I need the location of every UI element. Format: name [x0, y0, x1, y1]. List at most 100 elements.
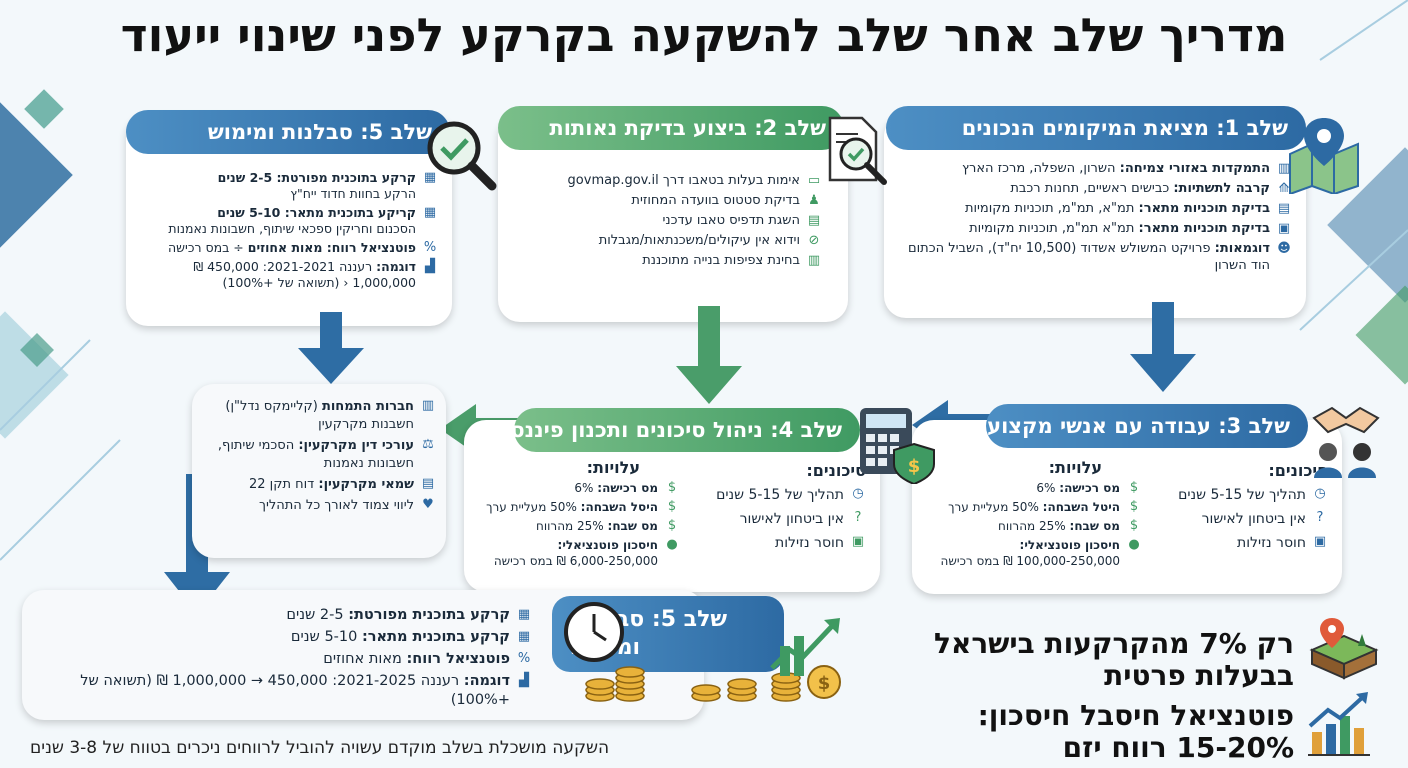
people-icon: ☻: [1277, 240, 1291, 256]
document-magnifier-icon: [828, 116, 887, 185]
step2-header: שלב 2: ביצוע בדיקת נאותות: [498, 106, 844, 150]
list-item: $מס שבח: 25% מהרווח: [474, 518, 680, 534]
building-icon: ▥: [1277, 160, 1291, 176]
question-icon: ?: [1316, 509, 1324, 525]
step2-card: שלב 2: ביצוע בדיקת נאותות ▭אימות בעלות ב…: [498, 106, 848, 322]
stat-developer-profit-line2: 15-20% רווח יזם: [1062, 731, 1294, 764]
step2-header-label: שלב 2: ביצוע בדיקת נאותות: [549, 116, 826, 140]
list-item: ?אין ביטחון לאישור: [1158, 509, 1328, 530]
list-item: ☻דוגמאות: פרויקט המשולש אשדוד (10,500 יח…: [908, 240, 1291, 274]
document-icon: ▤: [807, 212, 821, 228]
calendar-icon: ▦: [423, 170, 437, 185]
handshake-team-icon: [1312, 406, 1380, 478]
arrow-step2-to-step4: [676, 306, 742, 404]
money-bag-icon: $: [1129, 518, 1139, 533]
stat-private-land-line1: רק 7% מהקרקעות בישראל: [934, 627, 1294, 660]
list-item: ▤שמאי מקרקעין: דוח תקן 22: [249, 476, 435, 492]
land-plot-pin-icon: [1309, 618, 1379, 680]
growth-chart-icon: ▟: [519, 672, 529, 688]
step5-bottom-rows: ▦קרקע בתוכנית מפורטת: 2-5 שנים ▦קרקע בתו…: [32, 606, 532, 713]
growth-bar-chart-icon: [1308, 692, 1370, 756]
risks-title: סיכונים:: [806, 461, 866, 480]
step2-rows: ▭אימות בעלות בטאבו דרך govmap.gov.il ♟בד…: [522, 172, 822, 272]
list-item: $מס רכישה: 6%: [922, 480, 1142, 496]
list-item: ▥חברות התמחות (קליימקס נדל"ן) חשבנות מקר…: [225, 398, 435, 432]
list-item: ⚖עורכי דין מקרקעין: הסכמי שיתוף, חשבונות…: [200, 437, 436, 473]
building-icon: ▥: [807, 252, 821, 268]
footer-note: השקעה מושכלת בשלב מוקדם עשויה להוביל לרו…: [30, 738, 610, 758]
growth-coins-icon: $: [691, 618, 841, 702]
no-lien-icon: ⊘: [808, 232, 820, 248]
money-bag-icon: $: [667, 518, 677, 533]
step5-top-header-label: שלב 5: סבלנות ומימוש: [207, 120, 432, 144]
list-item: ♟בדיקת סטטוס בוועדה המחוזית: [522, 192, 822, 209]
map-pin-icon: [1289, 118, 1359, 194]
percent-icon: %: [517, 650, 531, 666]
list-item: ▦קרקע בתוכנית מתאר: 5-10 שנים: [290, 628, 531, 646]
stat-developer-profit-line1: פוטנציאל חיסבל חיסכון:: [977, 699, 1294, 732]
list-item: ●חיסכון פוטנציאלי:6,000-250,000 ₪ במס רכ…: [474, 537, 680, 569]
money-bag-icon: $: [1129, 480, 1139, 495]
svg-text:$: $: [818, 673, 831, 694]
step1-header-label: שלב 1: מציאת המיקומים הנכונים: [961, 116, 1288, 140]
id-card-icon: ▭: [807, 172, 821, 188]
step3-costs: עלויות: $מס רכישה: 6% $היטל השבחה: 50% מ…: [922, 460, 1142, 572]
growth-chart-icon: ▟: [425, 259, 435, 274]
list-item: $מס שבח: 25% מהרווח: [922, 518, 1142, 534]
step3-header-label: שלב 3: עבודה עם אנשי מקצוע: [987, 414, 1290, 438]
list-item: ▥התמקדות באזורי צמיחה: השרון, השפלה, מרכ…: [961, 160, 1291, 177]
lock-icon: ▣: [1313, 533, 1327, 549]
calendar-clock-icon: ▦: [423, 205, 437, 220]
clock-coins-icon: [564, 602, 645, 702]
step5-top-card: שלב 5: סבלנות ומימוש ▦קרקע בתוכנית מפורט…: [126, 110, 452, 326]
committee-icon: ♟: [808, 192, 820, 208]
clock-icon: ◷: [1314, 485, 1326, 501]
list-item: ▥בחינת צפיפות בנייה מתוכננת: [642, 252, 821, 269]
step4-header: שלב 4: ניהול סיכונים ותכנון פיננסי: [504, 408, 860, 452]
step1-rows: ▥התמקדות באזורי צמיחה: השרון, השפלה, מרכ…: [897, 160, 1292, 277]
money-bag-icon: $: [667, 499, 677, 514]
magnifier-check-icon: [427, 121, 497, 191]
percent-icon: %: [423, 240, 437, 255]
list-item: ▟דוגמה: רעננה 2021-2021: 450,000 ₪ 1,000…: [140, 259, 438, 291]
money-bag-icon: $: [1129, 499, 1139, 514]
list-item: ?אין ביטחון לאישור: [696, 509, 866, 530]
list-item: ⟰קרבה לתשתיות: כבישים ראשיים, תחנות רכבת: [897, 180, 1292, 197]
step1-header: שלב 1: מציאת המיקומים הנכונים: [886, 106, 1306, 150]
list-item: ▣חוסר נזילות: [775, 533, 865, 552]
list-item: ▣חוסר נזילות: [1237, 533, 1327, 552]
step5-top-header: שלב 5: סבלנות ומימוש: [126, 110, 450, 154]
step4-header-label: שלב 4: ניהול סיכונים ותכנון פיננסי: [504, 418, 842, 442]
list-item: ▤השגת תדפיס טאבו עדכני: [662, 212, 821, 229]
building-icon: ▥: [421, 398, 435, 413]
step3-header: שלב 3: עבודה עם אנשי מקצוע: [986, 404, 1308, 448]
clock-icon: ◷: [852, 485, 864, 501]
piggy-bank-icon: ●: [666, 537, 678, 552]
risks-title: סיכונים:: [1268, 461, 1328, 480]
list-item: $היסל השבחה: 50% מעליית ערך: [474, 499, 680, 515]
list-item: $מס רכישה: 6%: [474, 480, 680, 496]
document-check-icon: ▣: [1277, 220, 1291, 236]
list-item: ♥ליווי צמוד לאורך כל התהליך: [200, 497, 436, 515]
list-item: ▤בדיקת תוכניות מתאר: תמ"א, תמ"מ, תוכניות…: [964, 200, 1291, 217]
list-item: ●חיסכון פוטנציאלי:100,000-250,000 ₪ במס …: [922, 537, 1142, 569]
stat-developer-profit: פוטנציאל חיסבל חיסכון: 15-20% רווח יזם: [874, 700, 1294, 764]
step4-costs: עלויות: $מס רכישה: 6% $היסל השבחה: 50% מ…: [474, 460, 680, 572]
list-item: %פוטנציאל רווח: מאות אחוזים: [323, 650, 531, 668]
svg-text:$: $: [908, 456, 921, 477]
costs-title: עלויות:: [586, 458, 640, 477]
list-item: %פוטנציאל רווח: מאות אחוזים ÷ במס רכישה: [168, 240, 437, 255]
document-icon: ▤: [1277, 200, 1291, 216]
lock-icon: ▣: [851, 533, 865, 549]
money-bag-icon: $: [667, 480, 677, 495]
list-item: ▭אימות בעלות בטאבו דרך govmap.gov.il: [567, 172, 821, 189]
costs-title: עלויות:: [1048, 458, 1102, 477]
arrow-step5-down: [298, 312, 364, 384]
calculator-shield-icon: $: [860, 408, 935, 484]
piggy-bank-icon: ●: [1128, 537, 1140, 552]
step4-risks: סיכונים: ◷תהליך של 5-15 שנים ?אין ביטחון…: [696, 460, 866, 557]
professionals-rows: ▥חברות התמחות (קליימקס נדל"ן) חשבנות מקר…: [200, 398, 436, 518]
